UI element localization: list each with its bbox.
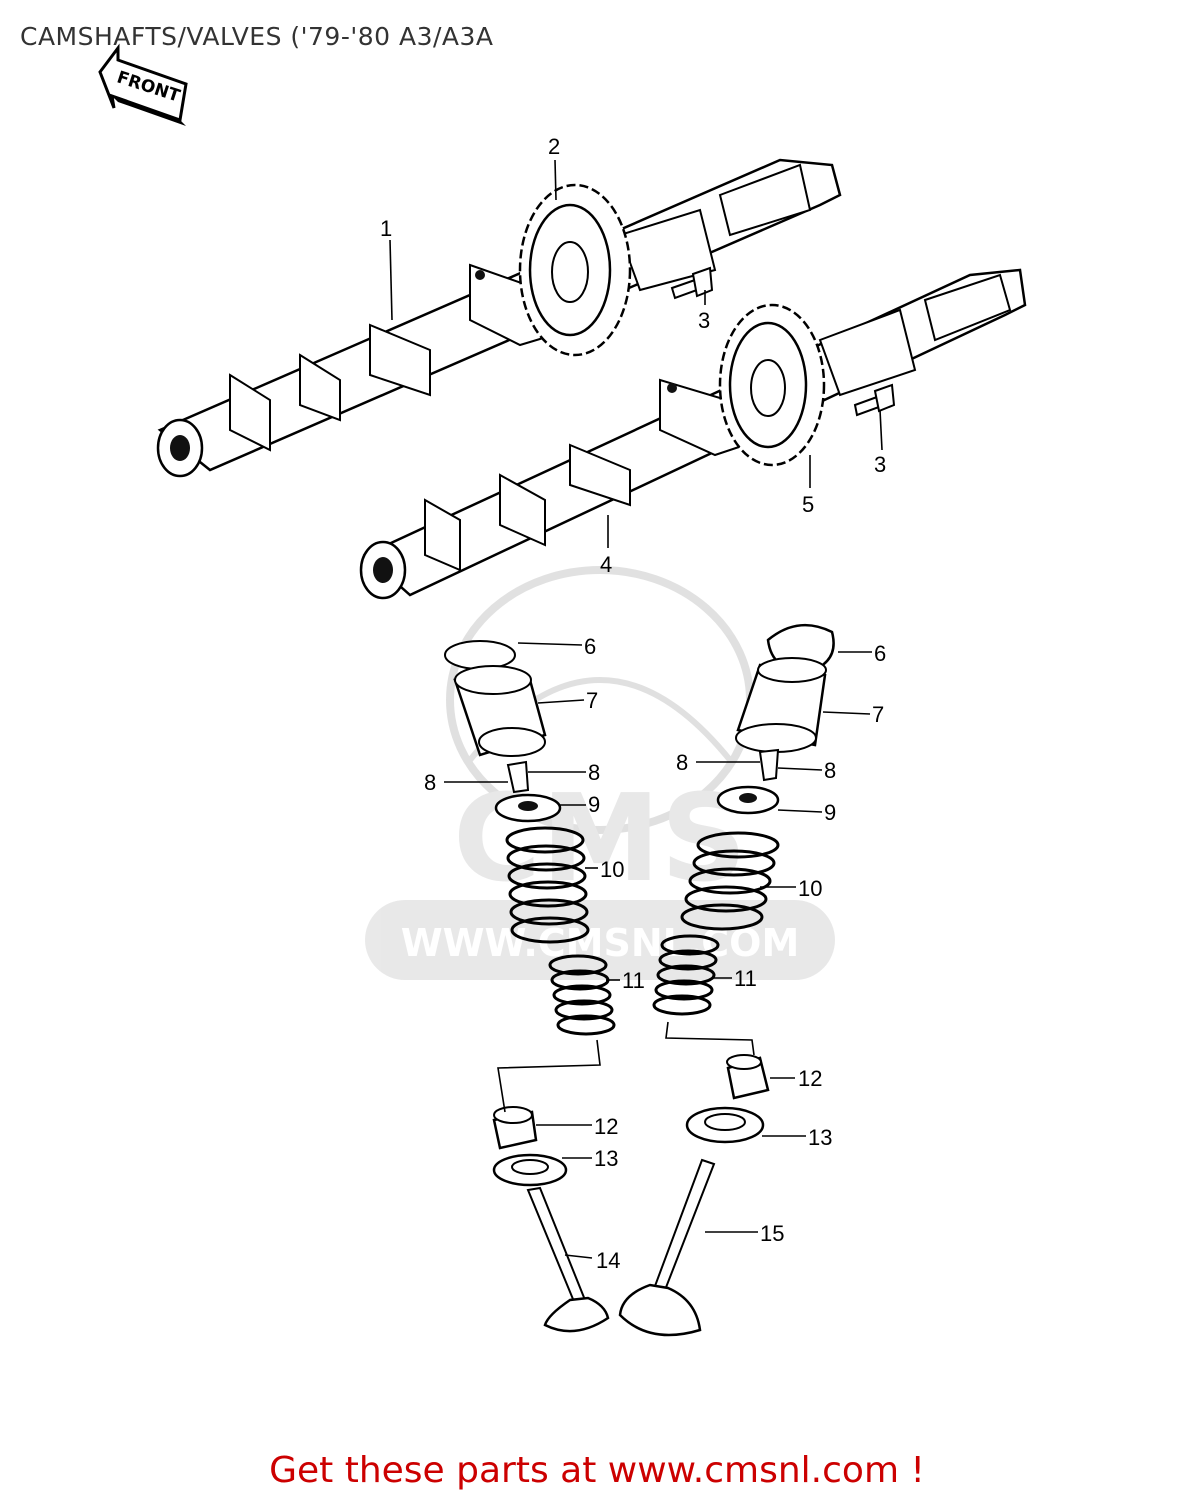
callout-13: 13 (808, 1125, 832, 1150)
seal-12b (726, 1054, 770, 1100)
callout-7: 7 (872, 702, 884, 727)
callout-8: 8 (676, 750, 688, 775)
callout-10: 10 (798, 876, 822, 901)
sprocket-5 (718, 303, 826, 467)
callout-7: 7 (586, 688, 598, 713)
front-arrow-icon: FRONT (98, 43, 188, 126)
spring-seat-13a (492, 1153, 568, 1187)
inner-spring-11a (548, 954, 616, 1036)
callout-15: 15 (760, 1221, 784, 1246)
callout-10: 10 (600, 857, 624, 882)
callout-3: 3 (874, 452, 886, 477)
callout-2: 2 (548, 134, 560, 159)
callout-11: 11 (734, 966, 757, 991)
callout-6: 6 (874, 641, 886, 666)
valve-15 (618, 1158, 716, 1337)
callout-9: 9 (824, 800, 836, 825)
callout-4: 4 (600, 552, 612, 577)
callout-5: 5 (802, 492, 814, 517)
tappet-7a (453, 665, 547, 757)
footer-link[interactable]: Get these parts at www.cmsnl.com ! (269, 1450, 925, 1491)
callout-8: 8 (824, 758, 836, 783)
callout-13: 13 (594, 1146, 618, 1171)
retainer-9a (494, 793, 562, 823)
callout-8: 8 (424, 770, 436, 795)
collet-8b (758, 748, 780, 782)
callout-8: 8 (588, 760, 600, 785)
callout-11: 11 (622, 968, 645, 993)
seal-12a (492, 1106, 538, 1150)
callout-1: 1 (380, 216, 392, 241)
sprocket-2 (518, 183, 632, 357)
leader-lines (389, 159, 883, 1259)
callout-9: 9 (588, 792, 600, 817)
tappet-7b (735, 657, 827, 753)
spring-seat-13b (685, 1106, 765, 1144)
callouts: 1 2 3 3 4 5 6 6 7 7 8 8 8 8 9 9 10 10 11… (380, 134, 886, 1273)
callout-3: 3 (698, 308, 710, 333)
bolt-3a (670, 266, 714, 300)
callout-12: 12 (594, 1114, 618, 1139)
bolt-3b (853, 383, 896, 417)
outer-spring-10b (680, 831, 780, 931)
watermark-logo: CMS (453, 770, 747, 909)
valve-14 (526, 1186, 610, 1333)
callout-12: 12 (798, 1066, 822, 1091)
callout-14: 14 (596, 1248, 620, 1273)
retainer-9b (716, 785, 780, 815)
inner-spring-11b (652, 934, 720, 1016)
page-title: CAMSHAFTS/VALVES ('79-'80 A3/A3A (20, 22, 494, 51)
callout-6: 6 (584, 634, 596, 659)
camshaft-1 (156, 158, 842, 478)
collet-8a (506, 760, 530, 794)
outer-spring-10a (505, 826, 590, 944)
camshaft-4 (359, 268, 1027, 600)
shim-6a (444, 640, 516, 670)
